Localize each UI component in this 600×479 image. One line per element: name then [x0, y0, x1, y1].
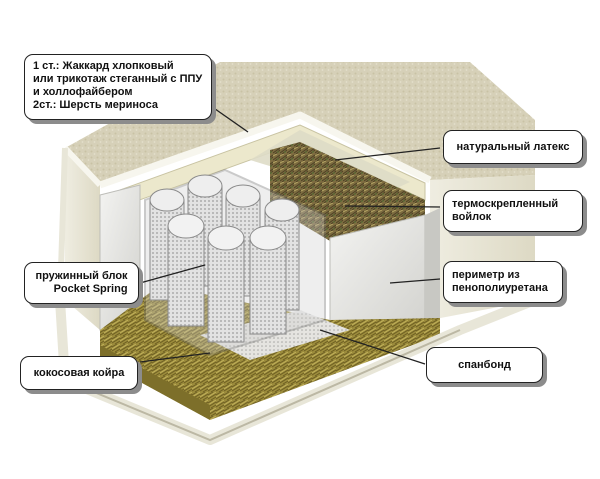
callout-latex-line-1: натуральный латекс: [456, 140, 570, 153]
callout-felt-line-1: термоскрепленный: [452, 198, 559, 210]
callout-perimeter-line-2: пенополиуретана: [452, 282, 548, 294]
pocket-springs: [149, 174, 300, 343]
callout-latex: натуральный латекс: [443, 130, 583, 164]
callout-felt-line-2: войлок: [452, 211, 492, 223]
leader-felt: [344, 205, 441, 208]
leader-lines: [139, 103, 441, 365]
leader-spunbond: [319, 329, 426, 365]
callout-spunbond: спанбонд: [426, 347, 543, 383]
callout-top-cover-line-4: 2ст.: Шерсть мериноса: [33, 99, 158, 111]
callout-perimeter: периметр из пенополиуретана: [443, 261, 563, 303]
callout-perimeter-line-1: периметр из: [452, 269, 520, 281]
callout-top-cover-line-3: и холлофайбером: [33, 86, 133, 98]
callout-top-cover-line-1: 1 ст.: Жаккард хлопковый: [33, 60, 174, 72]
leader-spring-block: [139, 264, 206, 284]
leader-perimeter: [389, 278, 441, 284]
leader-coir: [139, 352, 211, 363]
callout-spring-block-line-2: Pocket Spring: [53, 283, 128, 295]
callout-top-cover-line-2: или трикотаж стеганный с ППУ: [33, 73, 203, 85]
callout-spring-block-line-1: пружинный блок: [35, 270, 128, 282]
callout-top-cover: 1 ст.: Жаккард хлопковый или трикотаж ст…: [24, 54, 212, 120]
callout-spunbond-line-1: спанбонд: [458, 358, 511, 371]
callout-spring-block: пружинный блок Pocket Spring: [24, 262, 139, 304]
spunbond-layer: [200, 310, 350, 360]
callout-coir-line-1: кокосовая койра: [33, 366, 125, 379]
leader-top-cover: [207, 103, 249, 133]
leader-latex: [334, 147, 441, 161]
callout-coir: кокосовая койра: [20, 356, 138, 390]
felt-layer: [270, 142, 425, 250]
callout-felt: термоскрепленный войлок: [443, 190, 583, 232]
